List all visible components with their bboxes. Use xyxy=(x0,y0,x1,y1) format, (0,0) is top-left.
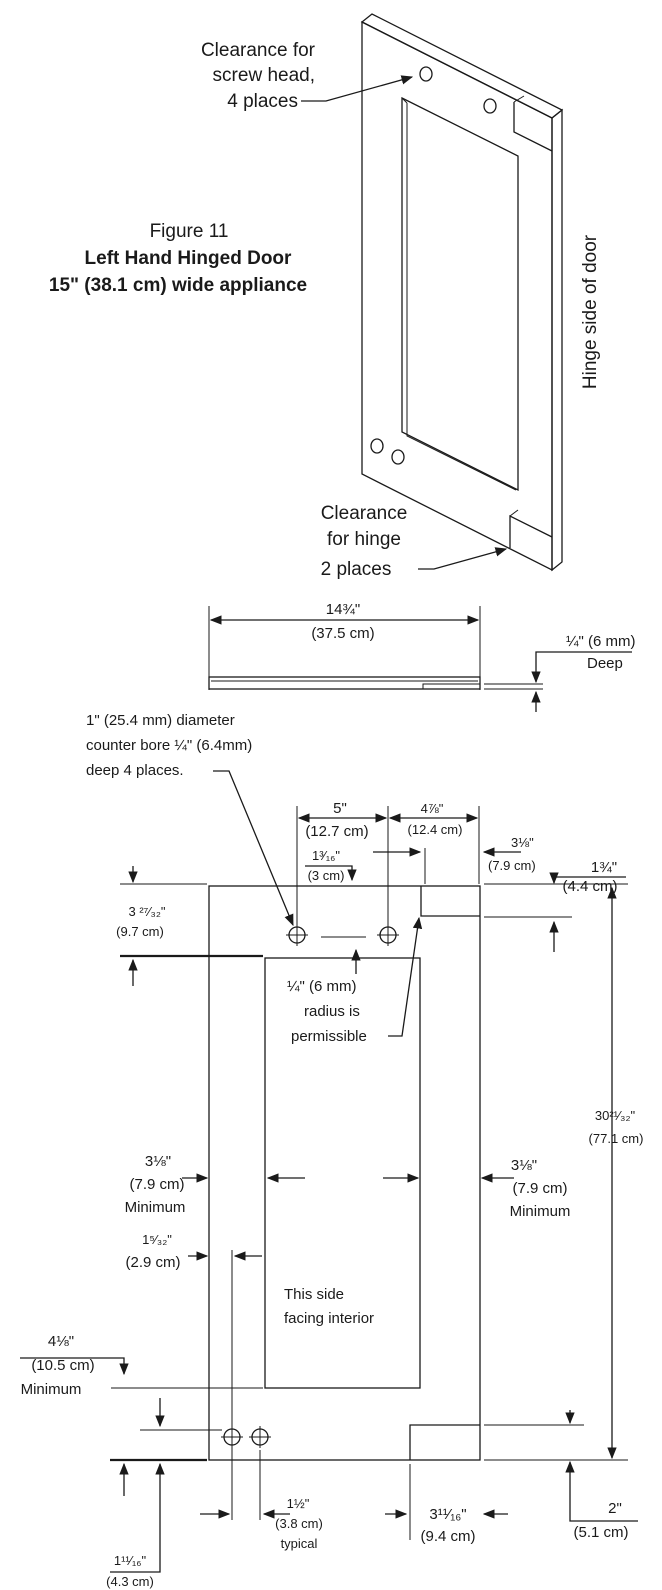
dim-height-inch: 30²¹⁄₃₂" xyxy=(595,1108,636,1123)
dim-3-27-32-inch: 3 ²⁷⁄₃₂" xyxy=(128,904,165,919)
isometric-door-panel xyxy=(360,13,564,572)
dim-3-11-16-cm: (9.4 cm) xyxy=(420,1528,475,1545)
dim-4-1-8-note: Minimum xyxy=(21,1381,82,1398)
dim-3-1-8-top-inch: 3⅛" xyxy=(511,835,534,850)
hinge-clearance-line-3: 2 places xyxy=(321,559,392,580)
dim-left-min-cm: (7.9 cm) xyxy=(129,1176,184,1193)
dim-3-11-16-inch: 3¹¹⁄₁₆" xyxy=(429,1506,466,1523)
dim-right-min-cm: (7.9 cm) xyxy=(512,1180,567,1197)
interior-line-1: This side xyxy=(284,1286,344,1303)
dim-1-3-4-cm: (4.4 cm) xyxy=(562,878,617,895)
dim-right-min-note: Minimum xyxy=(510,1203,571,1220)
dim-5-inch: 5" xyxy=(333,800,347,817)
depth-note: Deep xyxy=(587,655,623,672)
hinge-clearance-line-1: Clearance xyxy=(321,503,408,524)
hinge-side-label: Hinge side of door xyxy=(580,234,601,389)
radius-line-2: radius is xyxy=(304,1003,360,1020)
counter-bore-line-1: 1" (25.4 mm) diameter xyxy=(86,712,235,729)
dim-1-1-2-inch: 1½" xyxy=(287,1496,310,1511)
dim-4-7-8-inch: 4⅞" xyxy=(421,801,444,816)
dim-left-min-note: Minimum xyxy=(125,1199,186,1216)
figure-subtitle: 15" (38.1 cm) wide appliance xyxy=(49,275,307,296)
figure-title: Left Hand Hinged Door xyxy=(85,248,292,269)
dim-1-3-16-cm: (3 cm) xyxy=(308,868,345,883)
dim-1-11-16-inch: 1¹¹⁄₁₆" xyxy=(114,1553,147,1568)
dim-4-1-8-inch: 4⅛" xyxy=(48,1333,74,1350)
dim-3-1-8-top-cm: (7.9 cm) xyxy=(488,858,536,873)
dim-2-inch: 2" xyxy=(608,1500,622,1517)
screw-hole-top-right xyxy=(377,924,399,946)
hinge-clearance-line-2: for hinge xyxy=(327,529,401,550)
door-side-view: 14¾" (37.5 cm) ¼" (6 mm) Deep xyxy=(208,601,636,712)
dim-4-7-8-cm: (12.4 cm) xyxy=(408,822,463,837)
screw-hole-top-left xyxy=(286,924,308,946)
dim-1-5-32-cm: (2.9 cm) xyxy=(125,1254,180,1271)
dim-1-3-4-inch: 1¾" xyxy=(591,859,617,876)
radius-line-3: permissible xyxy=(291,1028,367,1045)
screw-head-line-3: 4 places xyxy=(227,91,298,112)
dim-4-1-8-cm: (10.5 cm) xyxy=(31,1357,94,1374)
screw-head-line-1: Clearance for xyxy=(201,40,316,61)
screw-head-line-2: screw head, xyxy=(213,65,315,86)
interior-line-2: facing interior xyxy=(284,1310,374,1327)
door-front-view: 5" (12.7 cm) 4⅞" (12.4 cm) 3⅛" (7.9 cm) … xyxy=(20,712,643,1589)
dim-3-27-32-cm: (9.7 cm) xyxy=(116,924,164,939)
figure-number: Figure 11 xyxy=(150,221,229,242)
dim-height-cm: (77.1 cm) xyxy=(589,1131,644,1146)
dim-1-1-2-note: typical xyxy=(281,1536,318,1551)
radius-line-1: ¼" (6 mm) xyxy=(287,978,357,995)
screw-head-callout: Clearance for screw head, 4 places xyxy=(201,40,414,112)
dim-left-min-inch: 3⅛" xyxy=(145,1153,171,1170)
dim-5-cm: (12.7 cm) xyxy=(305,823,368,840)
dim-1-5-32-inch: 1⁵⁄₃₂" xyxy=(142,1232,172,1247)
dim-1-11-16-cm: (4.3 cm) xyxy=(106,1574,154,1589)
counter-bore-line-3: deep 4 places. xyxy=(86,762,184,779)
width-inch-label: 14¾" xyxy=(326,601,361,618)
depth-label: ¼" (6 mm) xyxy=(566,633,636,650)
dim-2-cm: (5.1 cm) xyxy=(573,1524,628,1541)
screw-hole-bottom-right xyxy=(249,1426,271,1448)
dim-1-1-2-cm: (3.8 cm) xyxy=(275,1516,323,1531)
figure-caption: Figure 11 Left Hand Hinged Door 15" (38.… xyxy=(49,221,307,296)
dim-1-3-16-inch: 1³⁄₁₆" xyxy=(312,848,340,863)
counter-bore-line-2: counter bore ¼" (6.4mm) xyxy=(86,737,252,754)
width-cm-label: (37.5 cm) xyxy=(311,625,374,642)
dim-right-min-inch: 3⅛" xyxy=(511,1157,537,1174)
hinge-clearance-callout: Clearance for hinge 2 places xyxy=(321,503,508,580)
